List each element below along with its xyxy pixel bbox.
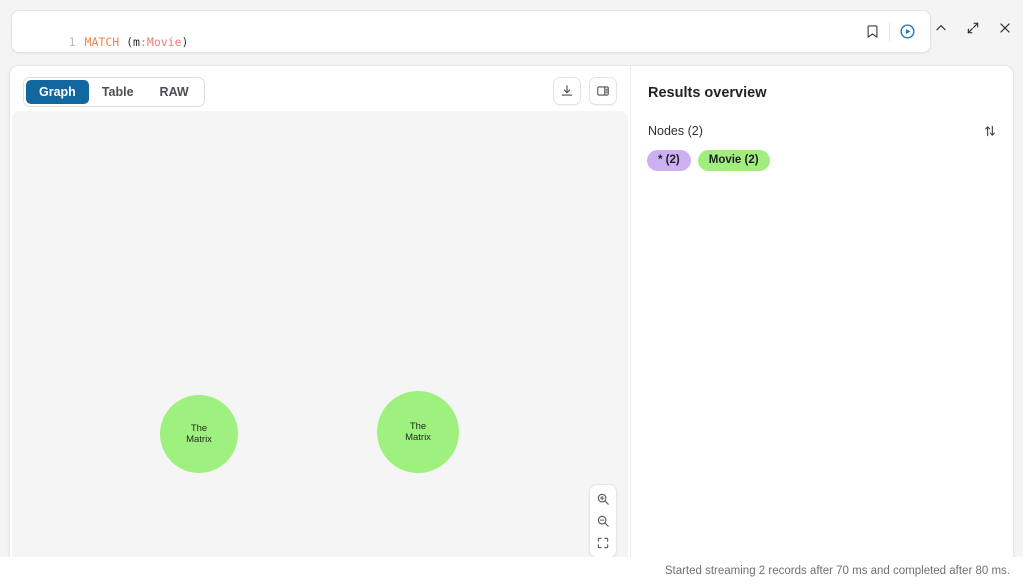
tab-table[interactable]: Table [101, 85, 134, 99]
view-tabs: Graph Table RAW [23, 77, 205, 107]
pill-all-nodes[interactable]: * (2) [647, 150, 691, 171]
token-paren-open: ( [119, 35, 134, 49]
token-return-expr: m; [126, 51, 147, 52]
window-controls [931, 18, 1015, 38]
token-label-movie: :Movie [139, 35, 182, 49]
collapse-chevron-up-icon[interactable] [931, 18, 951, 38]
token-paren-close: ) [181, 35, 189, 49]
pill-movie-label[interactable]: Movie (2) [697, 150, 770, 171]
expand-fullscreen-icon[interactable] [963, 18, 983, 38]
graph-node-label: The Matrix [405, 421, 431, 443]
line-number-2: 2 [54, 50, 76, 52]
bookmark-icon[interactable] [857, 17, 887, 47]
fit-to-screen-icon[interactable] [591, 532, 615, 554]
download-icon[interactable] [553, 77, 581, 105]
pane-tools [553, 77, 617, 105]
graph-node-label: The Matrix [186, 423, 212, 445]
query-editor-bar[interactable]: 1 MATCH (m:Movie) 2RETURN m; [11, 10, 931, 53]
tab-graph[interactable]: Graph [26, 80, 89, 104]
code-line-1: 1 MATCH (m:Movie) [12, 18, 189, 49]
run-play-icon[interactable] [892, 17, 922, 47]
label-pills: * (2) Movie (2) [647, 150, 770, 171]
query-code-area[interactable]: 1 MATCH (m:Movie) 2RETURN m; [12, 18, 189, 53]
zoom-in-icon[interactable] [591, 488, 615, 510]
text-caret [147, 52, 148, 53]
editor-icon-group [857, 11, 922, 52]
graph-node[interactable]: The Matrix [377, 391, 459, 473]
code-line-2: 2RETURN m; [12, 34, 188, 53]
sort-arrows-icon[interactable] [981, 122, 999, 140]
zoom-out-icon[interactable] [591, 510, 615, 532]
graph-node[interactable]: The Matrix [160, 395, 238, 473]
status-bar: Started streaming 2 records after 70 ms … [0, 557, 1023, 585]
zoom-controls [589, 484, 617, 558]
status-message: Started streaming 2 records after 70 ms … [664, 565, 1010, 577]
nodes-count-label: Nodes (2) [648, 124, 703, 138]
graph-canvas[interactable]: The Matrix The Matrix [12, 111, 628, 570]
token-keyword-match: MATCH [84, 35, 120, 49]
results-overview-title: Results overview [648, 85, 767, 101]
panel-toggle-icon[interactable] [589, 77, 617, 105]
close-icon[interactable] [995, 18, 1015, 38]
token-keyword-return: RETURN [85, 51, 127, 52]
token-variable-m: m [133, 35, 140, 49]
results-overview-pane: Results overview Nodes (2) * (2) Movie (… [630, 66, 1013, 576]
line-number-1: 1 [68, 35, 76, 49]
result-card: Graph Table RAW The Ma [9, 65, 1014, 577]
graph-pane: Graph Table RAW The Ma [10, 66, 630, 576]
tab-raw[interactable]: RAW [159, 85, 189, 99]
icon-divider [889, 22, 890, 41]
